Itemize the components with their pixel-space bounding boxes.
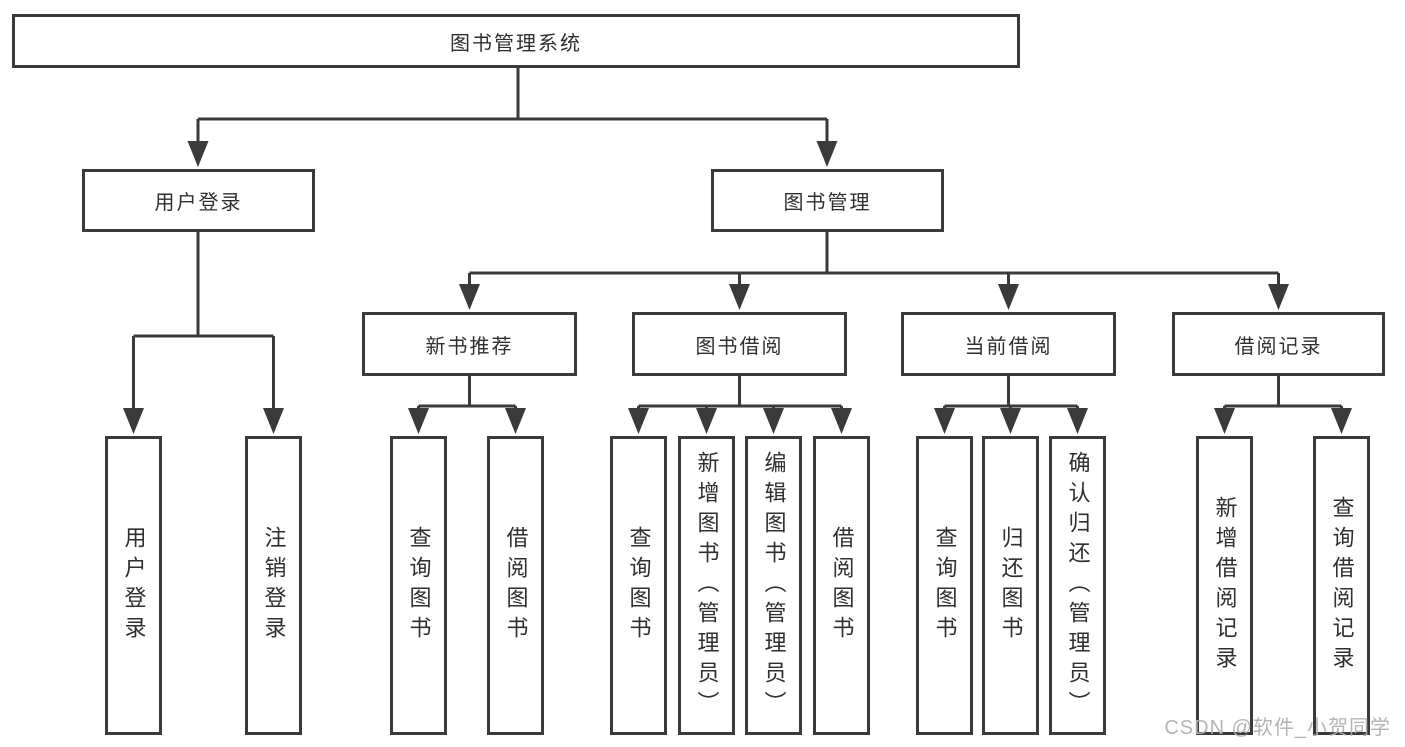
leaf-add-book-admin: 新增图书（管理员） [678,436,735,735]
leaf-label: 注销登录 [261,525,287,646]
leaf-label: 编辑图书（管理员） [761,450,787,721]
leaf-label: 查询图书 [406,525,432,646]
leaf-borrow-book: 借阅图书 [813,436,870,735]
leaf-label: 查询图书 [932,525,958,646]
node-system-root: 图书管理系统 [12,14,1020,68]
leaf-label: 借阅图书 [829,525,855,646]
leaf-label: 用户登录 [121,525,147,646]
leaf-label: 借阅图书 [503,525,529,646]
node-borrow-records: 借阅记录 [1172,312,1385,376]
node-current-borrow: 当前借阅 [901,312,1116,376]
leaf-query-book-current: 查询图书 [916,436,973,735]
leaf-logout: 注销登录 [245,436,302,735]
leaf-label: 查询借阅记录 [1329,495,1355,676]
leaf-user-login: 用户登录 [105,436,162,735]
node-new-book-recommend: 新书推荐 [362,312,577,376]
leaf-label: 确认归还（管理员） [1065,450,1091,721]
node-book-borrow: 图书借阅 [632,312,847,376]
leaf-add-borrow-record: 新增借阅记录 [1196,436,1253,735]
leaf-query-book: 查询图书 [610,436,667,735]
leaf-edit-book-admin: 编辑图书（管理员） [745,436,802,735]
leaf-borrow-book-recommend: 借阅图书 [487,436,544,735]
leaf-label: 新增借阅记录 [1212,495,1238,676]
csdn-watermark: CSDN @软件_小贺同学 [1164,717,1391,739]
leaf-return-book: 归还图书 [982,436,1039,735]
leaf-label: 新增图书（管理员） [694,450,720,721]
leaf-label: 查询图书 [626,525,652,646]
node-book-management: 图书管理 [711,169,944,232]
leaf-label: 归还图书 [998,525,1024,646]
leaf-confirm-return-admin: 确认归还（管理员） [1049,436,1106,735]
node-user-login: 用户登录 [82,169,315,232]
leaf-query-book-recommend: 查询图书 [390,436,447,735]
leaf-query-borrow-record: 查询借阅记录 [1313,436,1370,735]
